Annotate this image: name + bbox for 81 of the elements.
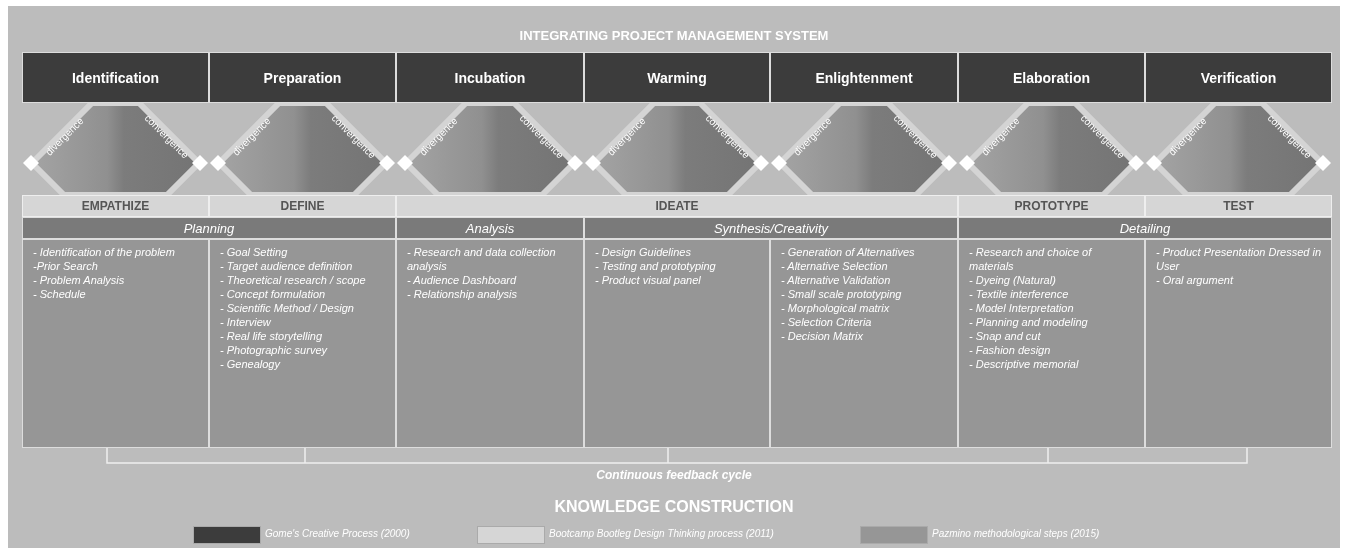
activity-list-cell	[22, 239, 209, 448]
method-step-band	[958, 217, 1332, 239]
phase-header	[1145, 52, 1332, 103]
activity-item: - Testing and prototyping	[595, 259, 717, 273]
activity-item: - Decision Matrix	[781, 329, 864, 343]
activity-item: - Descriptive memorial	[969, 357, 1080, 371]
design-thinking-band	[396, 195, 958, 217]
phase-header-text: Verification	[1200, 69, 1277, 86]
activity-item: - Real life storytelling	[220, 329, 324, 343]
activity-item: - Oral argument	[1156, 273, 1235, 287]
phase-header-text: Elaboration	[1013, 69, 1090, 86]
design-thinking-band	[209, 195, 396, 217]
legend-text: Bootcamp Bootleg Design Thinking process (2011)	[549, 528, 774, 539]
activity-item: - Alternative Selection	[781, 259, 889, 273]
method-step-band	[396, 217, 584, 239]
activity-list-cell	[584, 239, 770, 448]
activity-item: - Textile interference	[969, 287, 1070, 301]
activity-item: - Problem Analysis	[33, 273, 126, 287]
activity-item: - Goal Setting	[220, 245, 289, 259]
activity-item: - Research and choice of materials	[969, 245, 1093, 273]
activity-item: - Interview	[220, 315, 272, 329]
activity-item: - Research and data collection analysis	[407, 245, 557, 273]
phase-header-text: Identification	[71, 69, 160, 86]
activity-item: - Photographic survey	[220, 343, 329, 357]
activity-item: - Generation of Alternatives	[781, 245, 916, 259]
design-thinking-band-text: EMPATHIZE	[81, 199, 150, 213]
design-thinking-band-text: TEST	[1223, 199, 1254, 213]
activity-item: -Prior Search	[33, 259, 99, 273]
method-step-band	[584, 217, 958, 239]
phase-header	[958, 52, 1145, 103]
design-thinking-band	[958, 195, 1145, 217]
diagram-title: INTEGRATING PROJECT MANAGEMENT SYSTEM	[518, 28, 830, 43]
design-thinking-band	[22, 195, 209, 217]
activity-item: - Identification of the problem	[33, 245, 176, 259]
activity-item: - Target audience definition	[220, 259, 354, 273]
design-thinking-band-text: PROTOTYPE	[1014, 199, 1089, 213]
activity-item: - Product visual panel	[595, 273, 702, 287]
method-step-band-text: Detailing	[1119, 220, 1171, 236]
activity-item: - Small scale prototyping	[781, 287, 903, 301]
activity-item: - Audience Dashboard	[407, 273, 518, 287]
activity-item: - Selection Criteria	[781, 315, 873, 329]
activity-item: - Theoretical research / scope	[220, 273, 367, 287]
activity-item: - Product Presentation Dressed in User	[1156, 245, 1323, 273]
phase-header	[770, 52, 958, 103]
phase-header	[584, 52, 770, 103]
method-step-band-text: Planning	[183, 220, 235, 236]
activity-item: - Snap and cut	[969, 329, 1042, 343]
legend-text: Gome's Creative Process (2000)	[265, 528, 410, 539]
diagram-caption: KNOWLEDGE CONSTRUCTION	[553, 498, 795, 516]
phase-header	[396, 52, 584, 103]
phase-header-text: Incubation	[454, 69, 526, 86]
activity-item: - Planning and modeling	[969, 315, 1089, 329]
activity-item: - Alternative Validation	[781, 273, 892, 287]
activity-list-cell	[396, 239, 584, 448]
activity-item: - Relationship analysis	[407, 287, 519, 301]
design-thinking-band	[1145, 195, 1332, 217]
activity-item: - Dyeing (Natural)	[969, 273, 1057, 287]
phase-header-text: Enlightenment	[815, 69, 913, 86]
activity-list-cell	[209, 239, 396, 448]
activity-list-cell	[1145, 239, 1332, 448]
activity-list-cell	[770, 239, 958, 448]
activity-item: - Genealogy	[220, 357, 282, 371]
activity-item: - Schedule	[33, 287, 87, 301]
phase-header	[209, 52, 396, 103]
activity-list-cell	[958, 239, 1145, 448]
phase-header-text: Warming	[647, 69, 707, 86]
phase-header-text: Preparation	[263, 69, 342, 86]
legend-text: Pazmino methodological steps (2015)	[932, 528, 1100, 539]
activity-item: - Model Interpretation	[969, 301, 1075, 315]
feedback-label: Continuous feedback cycle	[595, 468, 753, 482]
activity-item: - Morphological matrix	[781, 301, 891, 315]
phase-header	[22, 52, 209, 103]
activity-item: - Design Guidelines	[595, 245, 692, 259]
design-thinking-band-text: DEFINE	[280, 199, 325, 213]
method-step-band	[22, 217, 396, 239]
design-thinking-band-text: IDEATE	[655, 199, 699, 213]
method-step-band-text: Synthesis/Creativity	[713, 220, 829, 236]
activity-item: - Fashion design	[969, 343, 1052, 357]
activity-item: - Concept formulation	[220, 287, 327, 301]
method-step-band-text: Analysis	[465, 220, 515, 236]
activity-item: - Scientific Method / Design	[220, 301, 355, 315]
